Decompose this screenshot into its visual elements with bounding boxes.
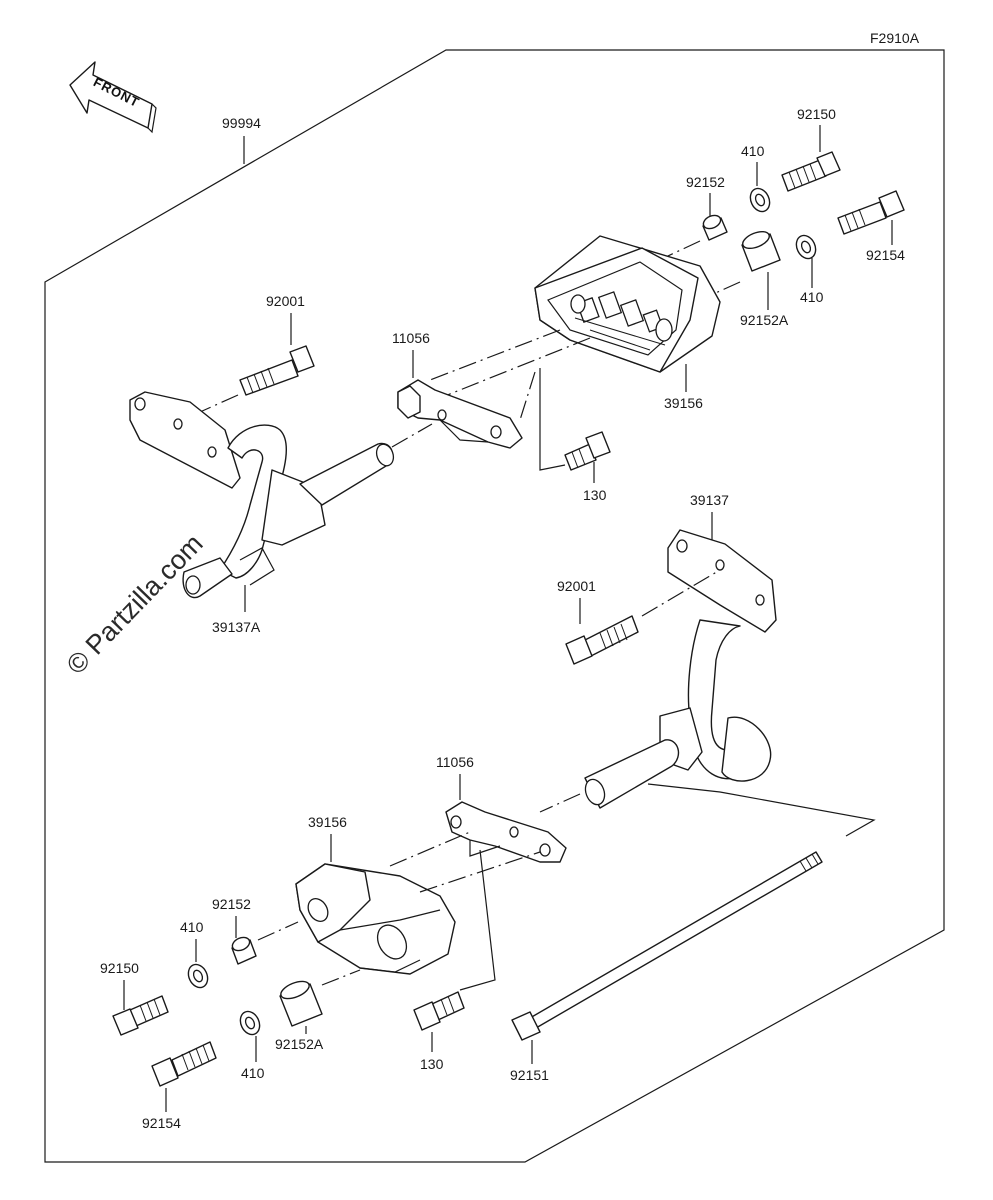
collar-92152A-upper-icon (741, 230, 781, 272)
washer-410-upper-2-icon (795, 234, 817, 260)
label-washer-410-lower-2: 410 (241, 1065, 265, 1081)
label-kit: 99994 (222, 115, 261, 131)
label-bolt-92150-lower: 92150 (100, 960, 139, 976)
label-washer-410-upper-1: 410 (741, 143, 765, 159)
bolt-92154-upper-icon (837, 190, 905, 235)
collar-92152A-lower-icon (279, 980, 323, 1027)
bolt-130-lower-icon (413, 991, 465, 1031)
figure-code: F2910A (870, 30, 920, 46)
bolt-92150-lower-icon (112, 995, 169, 1036)
bolt-92154-lower-icon (151, 1041, 217, 1087)
washer-410-lower-1-icon (187, 963, 209, 989)
plate-11056-lower-icon (445, 801, 567, 863)
watermark: © Partzilla.com (61, 528, 209, 680)
bolt-130-upper-icon (564, 431, 611, 471)
label-bolt-92001-upper: 92001 (266, 293, 305, 309)
long-bolt-92151-icon (511, 851, 823, 1041)
label-long-bolt-92151: 92151 (510, 1067, 549, 1083)
bolt-92001-upper-icon (239, 345, 315, 396)
label-washer-410-upper-2: 410 (800, 289, 824, 305)
collar-92152-lower-icon (231, 936, 257, 965)
label-collar-92152A-upper: 92152A (740, 312, 789, 328)
label-bolt-92154-upper: 92154 (866, 247, 905, 263)
label-bolt-130-lower: 130 (420, 1056, 444, 1072)
label-bracket-39137A: 39137A (212, 619, 261, 635)
label-bolt-92001-lower: 92001 (557, 578, 596, 594)
label-collar-92152-upper: 92152 (686, 174, 725, 190)
label-washer-410-lower-1: 410 (180, 919, 204, 935)
kit-frame (44, 49, 945, 1163)
label-slider-39156-upper: 39156 (664, 395, 703, 411)
bolt-92001-lower-icon (565, 615, 639, 665)
label-collar-92152A-lower: 92152A (275, 1036, 324, 1052)
bolt-92150-upper-icon (781, 151, 841, 192)
label-slider-39156-lower: 39156 (308, 814, 347, 830)
slider-39156-upper-icon (534, 235, 721, 373)
label-plate-11056-upper: 11056 (392, 330, 430, 346)
bracket-39137-icon (584, 529, 777, 809)
front-arrow-icon: FRONT (69, 61, 157, 134)
label-collar-92152-lower: 92152 (212, 896, 251, 912)
slider-39156-lower-icon (295, 863, 456, 975)
label-plate-11056-lower: 11056 (436, 754, 474, 770)
label-bolt-92154-lower: 92154 (142, 1115, 181, 1131)
washer-410-upper-1-icon (749, 187, 771, 213)
bracket-39137A-icon (129, 391, 395, 599)
collar-92152-upper-icon (702, 214, 728, 241)
plate-11056-upper-icon (397, 379, 523, 449)
washer-410-lower-2-icon (239, 1010, 261, 1036)
label-bracket-39137: 39137 (690, 492, 729, 508)
label-bolt-92150-upper: 92150 (797, 106, 836, 122)
label-bolt-130-upper: 130 (583, 487, 607, 503)
